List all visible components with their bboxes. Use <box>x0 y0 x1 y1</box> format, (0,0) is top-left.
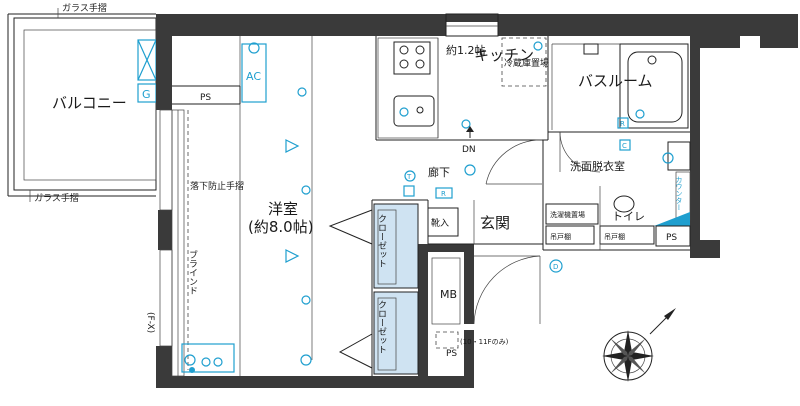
stove-icon <box>393 41 431 75</box>
bathroom-label: バスルーム <box>578 72 653 90</box>
mb-label: MB <box>440 288 457 301</box>
r-label-2: R <box>620 120 625 128</box>
glass-rail-top-label: ガラス手摺 <box>62 2 107 14</box>
compass-icon <box>602 308 676 382</box>
blind-label: ブラインド <box>187 249 198 295</box>
kitchen-size-label: 約1.2帖 <box>446 43 486 57</box>
walls <box>156 13 798 388</box>
kitchen-label: キッチン <box>474 46 534 64</box>
d-label: D <box>553 263 558 271</box>
washing-machine-label: 洗濯機置場 <box>550 210 585 219</box>
ps-top-label: PS <box>200 93 211 103</box>
hallway-area: 廊下 T R 靴入 玄関 <box>403 139 543 244</box>
balcony-label: バルコニー <box>52 94 127 112</box>
c-label: C <box>622 142 627 150</box>
ps-mid-label: PS <box>446 349 457 359</box>
bathtub-icon <box>627 51 683 123</box>
ps-right-label: PS <box>666 233 677 243</box>
bathroom-area: バスルーム R C <box>551 43 689 173</box>
window-facade: PS 落下防止手摺 ブラインド (F-X) <box>145 85 244 377</box>
washroom-label: 洗面脱衣室 <box>570 159 625 173</box>
ps-note-label: (10・11Fのみ) <box>460 338 509 346</box>
entrance-label: 玄関 <box>480 214 510 232</box>
hallway-label: 廊下 <box>428 165 450 179</box>
toilet-label: トイレ <box>612 210 645 223</box>
balcony-area: ガラス手摺 ガラス手摺 バルコニー G <box>7 2 157 204</box>
mb-area: MB PS (10・11Fのみ) <box>431 255 541 359</box>
washbasin-icon <box>667 141 691 171</box>
fridge-label: 冷蔵庫置場 <box>504 57 549 69</box>
counter-label: カウンター <box>675 176 683 211</box>
ac-unit-icon <box>241 43 267 103</box>
sink-icon <box>393 95 435 127</box>
light-icon <box>285 139 300 153</box>
fall-prevention-label: 落下防止手摺 <box>190 180 244 192</box>
fix-label: (F-X) <box>145 312 155 333</box>
kitchen-area: 冷蔵庫置場 キッチン 約1.2帖 DN <box>377 37 549 155</box>
hanging-shelf-1-label: 吊戸棚 <box>550 232 571 241</box>
dn-label: DN <box>462 145 476 155</box>
western-room-size-label: (約8.0帖) <box>248 218 314 236</box>
washroom-area: 洗面脱衣室 カウンター 洗濯機置場 トイレ 吊戸棚 吊戸棚 PS D <box>545 141 691 273</box>
ac-label: AC <box>246 70 261 83</box>
balcony-g-label: G <box>142 88 151 101</box>
closet-2-label: クローゼット <box>376 300 387 354</box>
t-label: T <box>406 173 412 181</box>
outlet-icon <box>301 185 311 195</box>
toilet-icon <box>613 195 635 213</box>
closets: クローゼット クローゼット <box>373 203 419 375</box>
western-room-label: 洋室 <box>268 200 298 218</box>
closet-1-label: クローゼット <box>376 214 387 268</box>
door-swing-icon <box>485 139 543 185</box>
western-room: 洋室 (約8.0帖) AC <box>181 42 373 373</box>
shoe-box-label: 靴入 <box>431 217 449 229</box>
r-label-1: R <box>441 190 446 198</box>
glass-rail-bottom-label: ガラス手摺 <box>34 192 79 204</box>
hanging-shelf-2-label: 吊戸棚 <box>604 232 625 241</box>
